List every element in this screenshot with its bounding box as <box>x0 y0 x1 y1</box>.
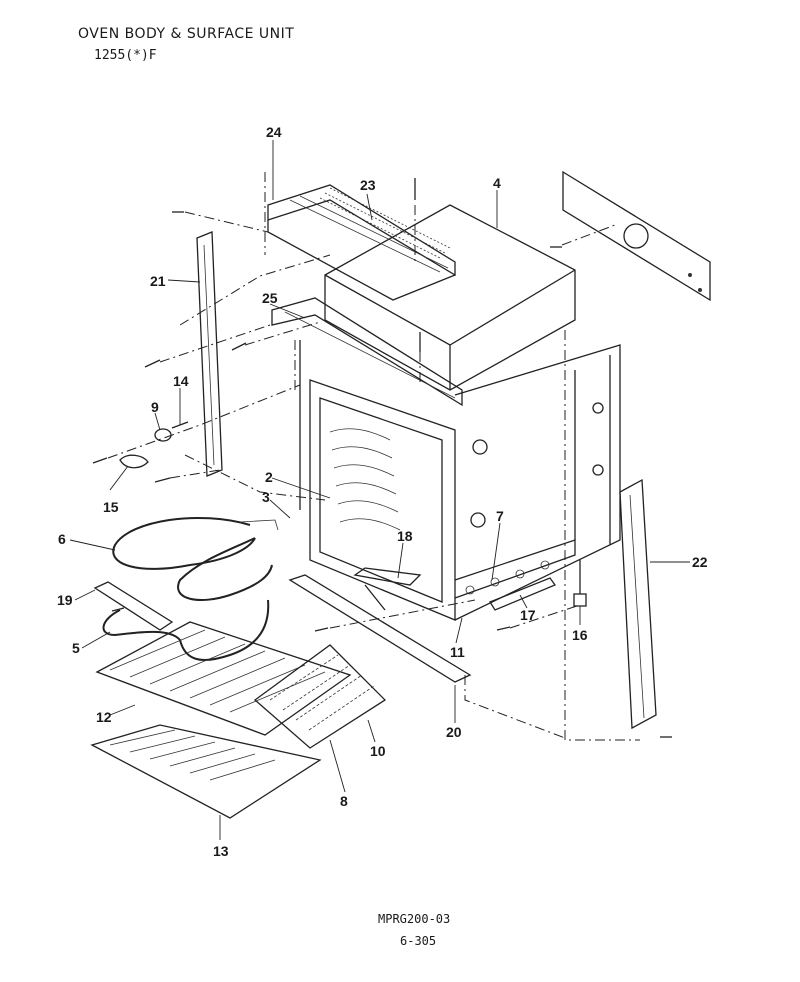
callout-16: 16 <box>572 627 588 643</box>
callout-21: 21 <box>150 273 166 289</box>
callout-11: 11 <box>450 644 465 660</box>
leveling-leg <box>573 560 587 607</box>
callout-14: 14 <box>173 373 189 389</box>
bracket-18 <box>353 567 422 611</box>
callout-19: 19 <box>57 592 73 608</box>
callout-24: 24 <box>266 124 282 140</box>
callout-17: 17 <box>520 607 536 623</box>
callout-25: 25 <box>262 290 278 306</box>
oven-rack-lower <box>90 724 322 819</box>
callout-15: 15 <box>103 499 119 515</box>
callout-18: 18 <box>397 528 413 544</box>
callout-10: 10 <box>370 743 386 759</box>
callout-3: 3 <box>262 489 270 505</box>
callout-7: 7 <box>496 508 504 524</box>
callout-8: 8 <box>340 793 348 809</box>
callout-22: 22 <box>692 554 708 570</box>
callout-2: 2 <box>265 469 273 485</box>
callout-5: 5 <box>72 640 80 656</box>
broil-element <box>112 516 279 601</box>
terminal-block <box>489 577 557 611</box>
front-top-trim <box>271 297 463 407</box>
right-side-trim <box>619 478 657 730</box>
callout-6: 6 <box>58 531 66 547</box>
page-number: 6-305 <box>400 934 437 948</box>
model-number: 1255(*)F <box>94 48 157 63</box>
knob-parts <box>119 421 189 469</box>
diagram-title: OVEN BODY & SURFACE UNIT <box>78 26 295 42</box>
callout-12: 12 <box>96 709 112 725</box>
screws <box>92 178 672 738</box>
oven-body <box>299 204 621 621</box>
callout-20: 20 <box>446 724 462 740</box>
callout-9: 9 <box>151 399 159 415</box>
callout-labels: 24 23 4 21 25 14 9 15 2 3 6 19 5 12 13 8… <box>57 124 708 859</box>
top-vent-assembly <box>267 184 456 301</box>
callout-13: 13 <box>213 843 229 859</box>
callout-23: 23 <box>360 177 376 193</box>
oven-rack-upper <box>95 621 352 736</box>
rear-panel <box>562 170 711 302</box>
bottom-front-trim <box>288 574 472 683</box>
document-code: MPRG200-03 <box>378 912 451 926</box>
left-side-trim <box>196 231 223 477</box>
element-bracket <box>93 581 174 631</box>
reference-lines <box>107 172 640 741</box>
leader-lines <box>69 140 690 840</box>
callout-4: 4 <box>493 175 501 191</box>
broiler-pan <box>253 644 387 749</box>
